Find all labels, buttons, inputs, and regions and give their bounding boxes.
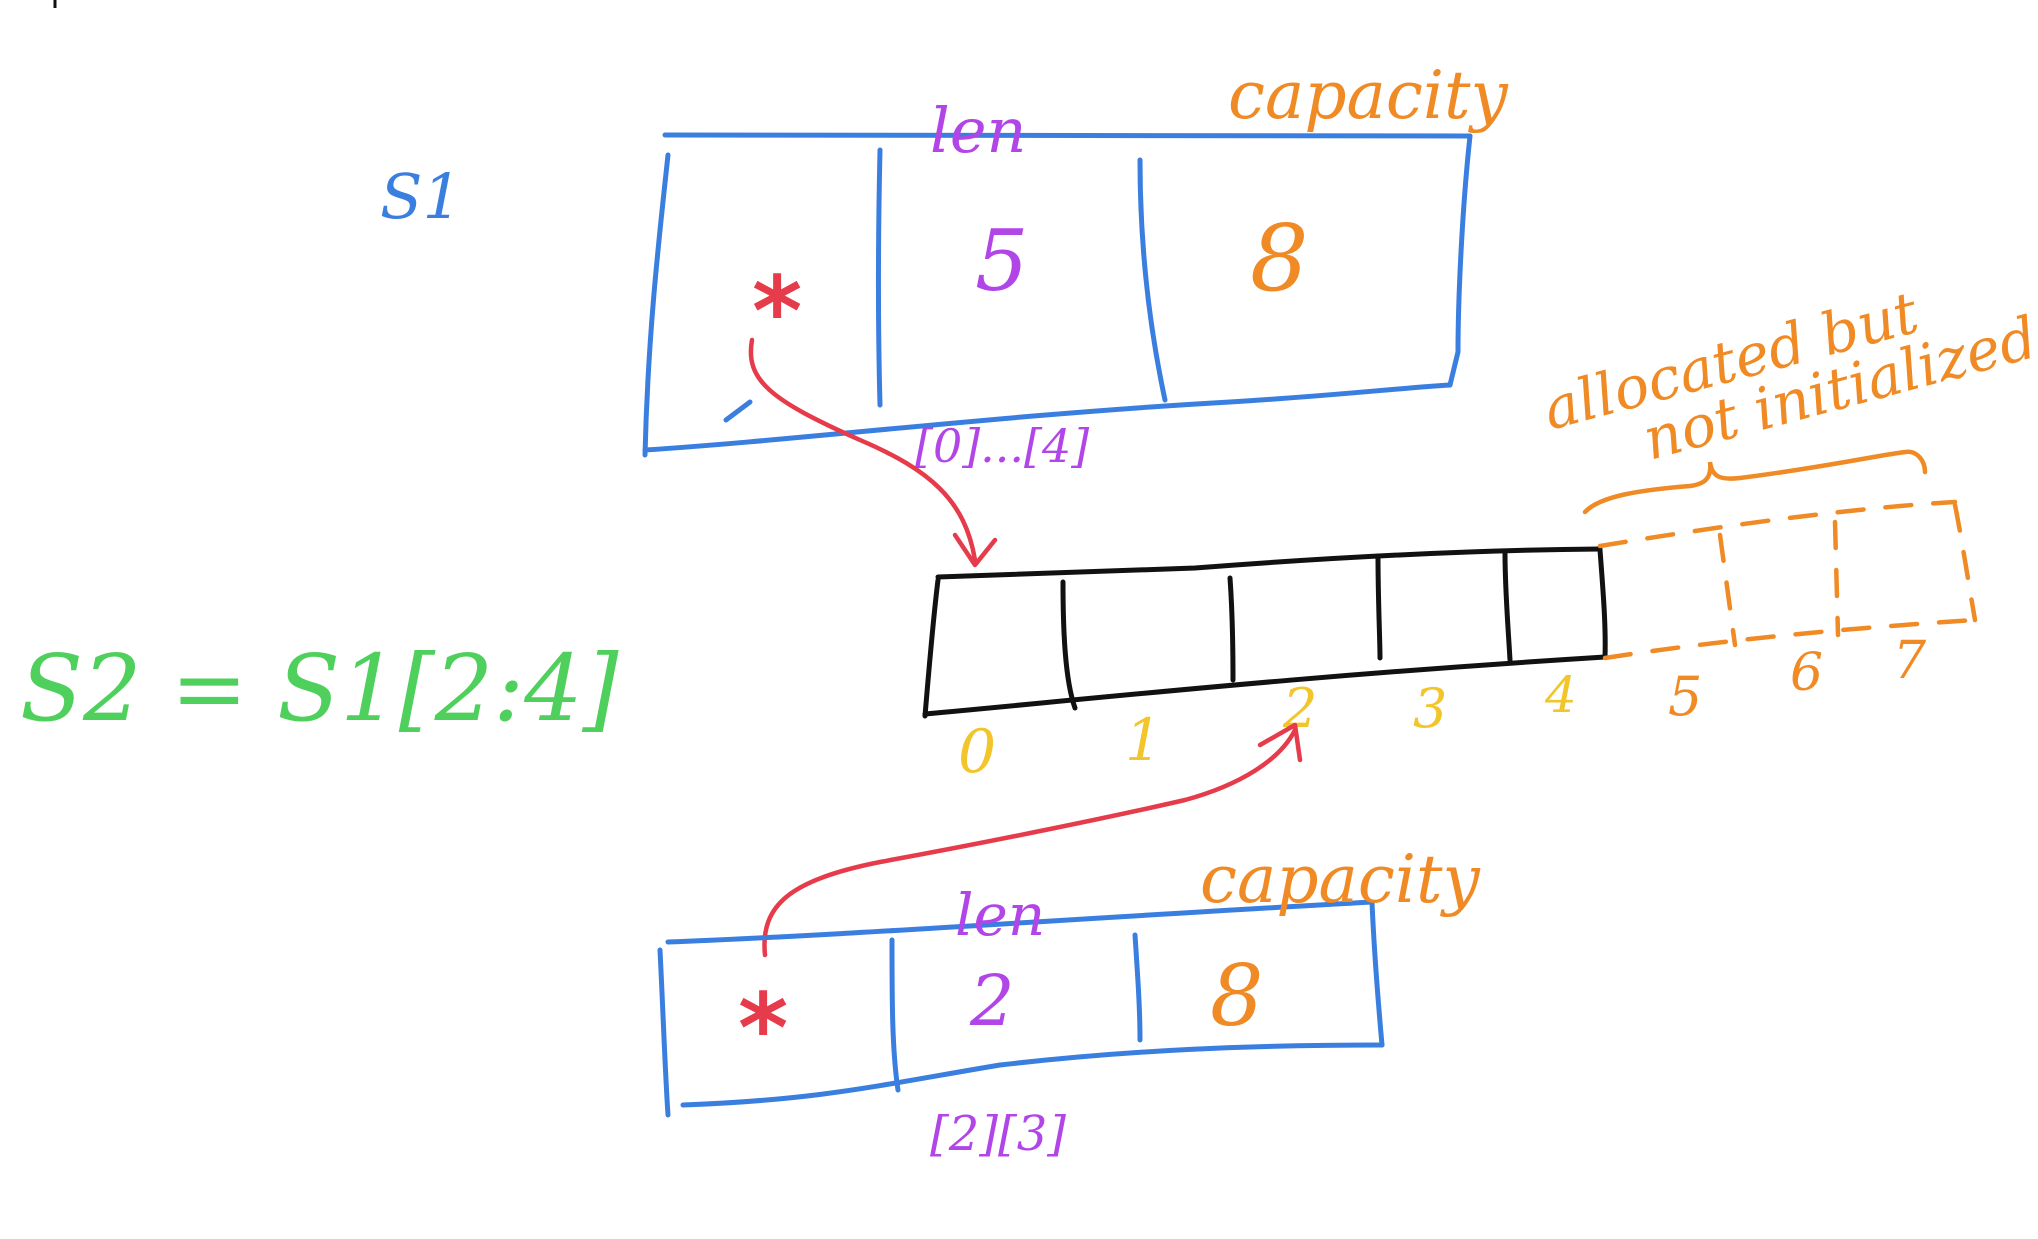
array-left bbox=[922, 577, 941, 719]
s1-box-tick bbox=[723, 399, 753, 423]
array-index-4: 4 bbox=[1544, 666, 1577, 724]
array-divider-2 bbox=[1227, 575, 1236, 683]
s1-len-value: 5 bbox=[975, 212, 1028, 310]
s2-pointer-arrow bbox=[762, 722, 1303, 958]
array-bottom bbox=[922, 654, 1608, 717]
allocated-divider-1 bbox=[1717, 532, 1738, 648]
s1-box-divider-1 bbox=[876, 147, 883, 408]
allocated-cells bbox=[1597, 499, 1978, 661]
s1-capacity-label: capacity bbox=[1228, 57, 1509, 134]
s2-struct-box bbox=[657, 899, 1385, 1118]
s1-struct-box bbox=[642, 132, 1473, 458]
s2-box-divider-2 bbox=[1132, 932, 1143, 1043]
array-top bbox=[935, 546, 1603, 580]
array-index-3: 3 bbox=[1413, 677, 1447, 740]
array-divider-4 bbox=[1502, 550, 1513, 663]
s2-arrowhead bbox=[1257, 722, 1303, 763]
array-index-6: 6 bbox=[1790, 643, 1823, 703]
s1-cap-value: 8 bbox=[1250, 205, 1309, 312]
s1-box-right bbox=[1447, 133, 1473, 388]
s2-range-label: [2][3] bbox=[930, 1106, 1066, 1162]
allocated-right bbox=[1952, 502, 1978, 623]
s2-box-divider-1 bbox=[889, 937, 901, 1093]
s1-arrowhead bbox=[952, 532, 998, 568]
s1-box-divider-2 bbox=[1137, 157, 1168, 403]
backing-array bbox=[922, 546, 1608, 719]
s1-len-label: len bbox=[930, 94, 1026, 167]
s2-pointer-star: * bbox=[738, 973, 788, 1085]
array-right bbox=[1597, 547, 1608, 660]
array-index-1: 1 bbox=[1125, 706, 1162, 774]
s1-pointer-arrow bbox=[748, 337, 998, 568]
array-divider-3 bbox=[1375, 553, 1383, 661]
s2-len-value: 2 bbox=[969, 960, 1015, 1042]
array-index-5: 5 bbox=[1668, 665, 1702, 728]
array-index-7: 7 bbox=[1893, 631, 1927, 691]
s1-label: S1 bbox=[380, 160, 462, 233]
s2-box-right bbox=[1369, 899, 1385, 1048]
s2-box-left bbox=[657, 947, 671, 1118]
s2-expression: S2 = S1[2:4] bbox=[20, 635, 619, 742]
s1-range-label: [0]...[4] bbox=[915, 419, 1089, 473]
array-index-0: 0 bbox=[958, 717, 996, 787]
s2-box-top bbox=[665, 899, 1375, 945]
allocated-brace bbox=[1582, 449, 1928, 515]
allocated-divider-2 bbox=[1832, 519, 1841, 638]
allocated-bottom bbox=[1602, 617, 1978, 661]
allocated-top bbox=[1597, 499, 1958, 549]
array-indices: 0 1 2 3 4 5 6 7 bbox=[958, 631, 1927, 787]
s2-capacity-label: capacity bbox=[1200, 841, 1481, 918]
s2-box-bottom bbox=[680, 1042, 1385, 1108]
s1-box-bottom bbox=[642, 382, 1453, 453]
s2-cap-value: 8 bbox=[1210, 947, 1263, 1045]
s1-box-top bbox=[662, 132, 1473, 139]
s1-box-left bbox=[642, 152, 671, 458]
s1-pointer-star: * bbox=[752, 256, 802, 368]
s2-len-label: len bbox=[955, 881, 1045, 949]
array-divider-1 bbox=[1060, 579, 1078, 711]
